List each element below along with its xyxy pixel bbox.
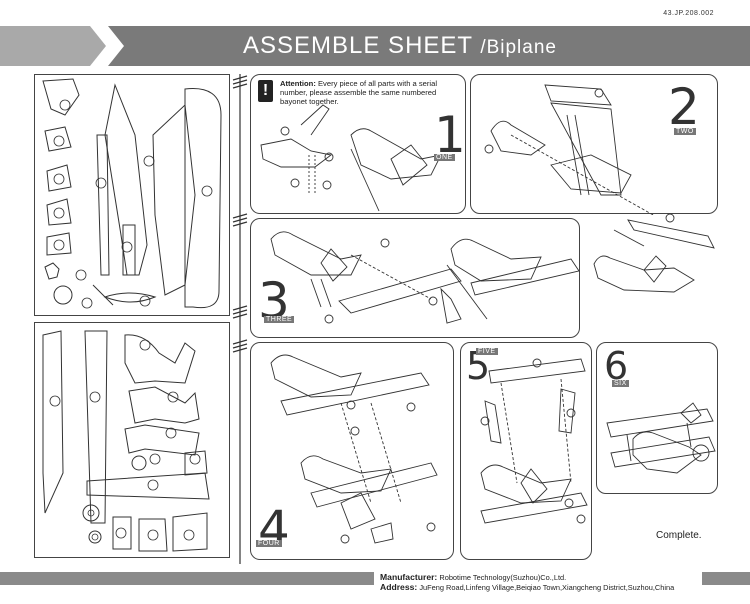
- step-3-panel: [250, 218, 580, 338]
- step-1-panel: [250, 74, 466, 214]
- step-5-panel: [460, 342, 592, 560]
- complete-label: Complete.: [656, 530, 702, 541]
- banner-shapes: [0, 26, 750, 66]
- step-4-drawing: [270, 354, 438, 544]
- manufacturer-info: Manufacturer: Robotime Technology(Suzhou…: [380, 572, 675, 593]
- attention-message: Every piece of all parts with a serial n…: [280, 79, 438, 106]
- attention-text: Attention: Every piece of all parts with…: [280, 79, 458, 106]
- footer-bar: [0, 572, 750, 585]
- title-subtitle: /Biplane: [480, 37, 557, 58]
- manufacturer-label: Manufacturer:: [380, 572, 438, 582]
- step-4-number: 4: [258, 500, 290, 558]
- step-2-word: TWO: [674, 128, 696, 135]
- page-title: ASSEMBLE SHEET /Biplane: [243, 32, 557, 60]
- parts-sheet-a: [34, 74, 230, 316]
- step-2-extension-drawing: [593, 213, 715, 293]
- step-6-panel: [596, 342, 718, 494]
- parts-sheet-b: [34, 322, 230, 558]
- parts-sheet-b-drawing: [42, 330, 210, 552]
- manufacturer-line: Manufacturer: Robotime Technology(Suzhou…: [380, 572, 674, 583]
- step-5-drawing: [480, 358, 588, 524]
- attention-label: Attention:: [280, 79, 316, 88]
- hatch-divider: [232, 74, 248, 564]
- title-main: ASSEMBLE SHEET: [243, 32, 473, 59]
- title-banner: ASSEMBLE SHEET /Biplane: [0, 26, 750, 66]
- step-1-drawing: [260, 104, 442, 212]
- step-2-number: 2: [668, 78, 700, 136]
- address-line: Address: JuFeng Road,Linfeng Village,Bei…: [380, 581, 675, 593]
- step-4-word: FOUR: [256, 540, 282, 547]
- step-6-drawing: [606, 402, 716, 474]
- parts-sheet-a-drawing: [42, 78, 222, 309]
- address-text: JuFeng Road,Linfeng Village,Beiqiao Town…: [419, 582, 675, 592]
- step-6-word: SIX: [612, 380, 629, 387]
- step-3-word: THREE: [264, 316, 295, 323]
- step-4-panel: [250, 342, 454, 560]
- step-3-drawing: [270, 231, 580, 324]
- manufacturer-name: Robotime Technology(Suzhou)Co.,Ltd.: [439, 573, 567, 582]
- step-1-word: ONE: [434, 154, 455, 161]
- address-label: Address:: [380, 581, 418, 592]
- sheet-code: 43.JP.208.002: [663, 10, 714, 17]
- step-2-drawing: [484, 84, 655, 215]
- step-5-word: FIVE: [476, 348, 498, 355]
- exclamation-icon: !: [258, 80, 273, 102]
- step-2-panel: [470, 74, 718, 215]
